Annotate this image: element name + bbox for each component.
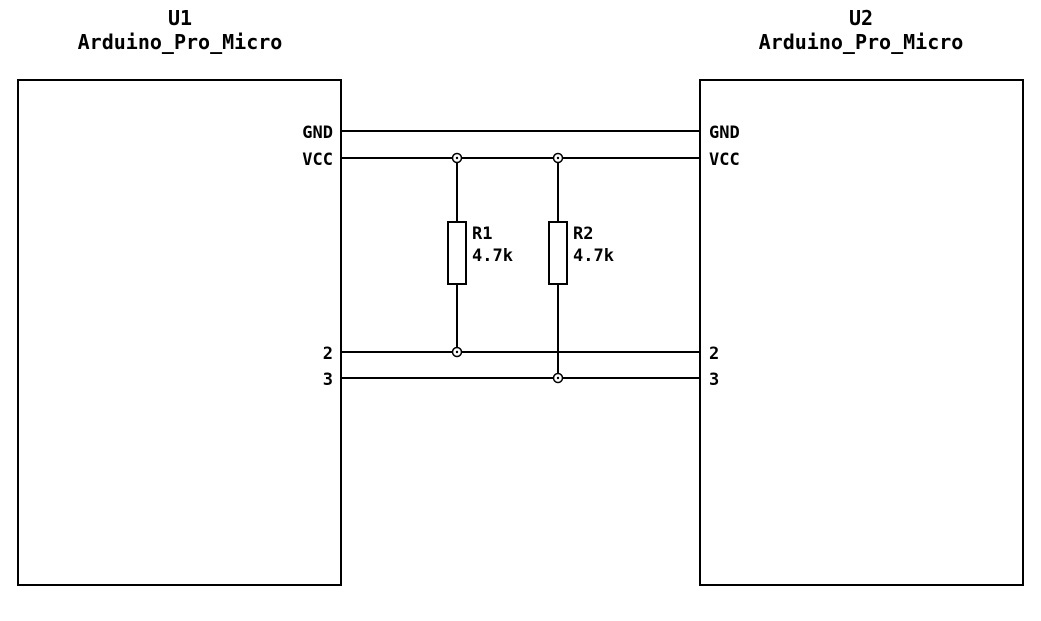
resistor-r1: R1 4.7k (447, 158, 513, 352)
component-u2-value[interactable]: Arduino_Pro_Micro (759, 30, 964, 54)
u2-pin-3-label: 3 (709, 370, 719, 390)
junction-vcc-r1[interactable] (451, 152, 463, 164)
resistor-r2-body[interactable] (548, 221, 568, 285)
u2-pin-gnd-label: GND (709, 123, 740, 143)
resistor-r1-ref[interactable]: R1 (472, 224, 492, 244)
resistor-r1-value[interactable]: 4.7k (472, 246, 513, 266)
component-u2-ref[interactable]: U2 (849, 6, 873, 30)
component-u1-value[interactable]: Arduino_Pro_Micro (78, 30, 283, 54)
component-u2: U2 Arduino_Pro_Micro GND VCC 2 3 (699, 6, 1024, 586)
component-u1-ref[interactable]: U1 (168, 6, 192, 30)
junction-net3-r2[interactable] (552, 372, 564, 384)
component-u1: U1 Arduino_Pro_Micro GND VCC 2 3 (17, 6, 342, 586)
component-u1-body[interactable] (17, 79, 342, 586)
junction-vcc-r2[interactable] (552, 152, 564, 164)
u2-pin-2-label: 2 (709, 344, 719, 364)
resistor-r2: R2 4.7k (548, 158, 614, 378)
u2-pin-vcc-label: VCC (709, 150, 740, 170)
wires (341, 130, 700, 379)
component-u2-body[interactable] (699, 79, 1024, 586)
u1-pin-2-label: 2 (323, 344, 333, 364)
resistor-r1-body[interactable] (447, 221, 467, 285)
resistor-r2-ref[interactable]: R2 (573, 224, 593, 244)
junction-net2-r1[interactable] (451, 346, 463, 358)
u1-pin-gnd-label: GND (302, 123, 333, 143)
u1-pin-3-label: 3 (323, 370, 333, 390)
junctions (451, 152, 564, 384)
u1-pin-vcc-label: VCC (302, 150, 333, 170)
resistor-r2-value[interactable]: 4.7k (573, 246, 614, 266)
